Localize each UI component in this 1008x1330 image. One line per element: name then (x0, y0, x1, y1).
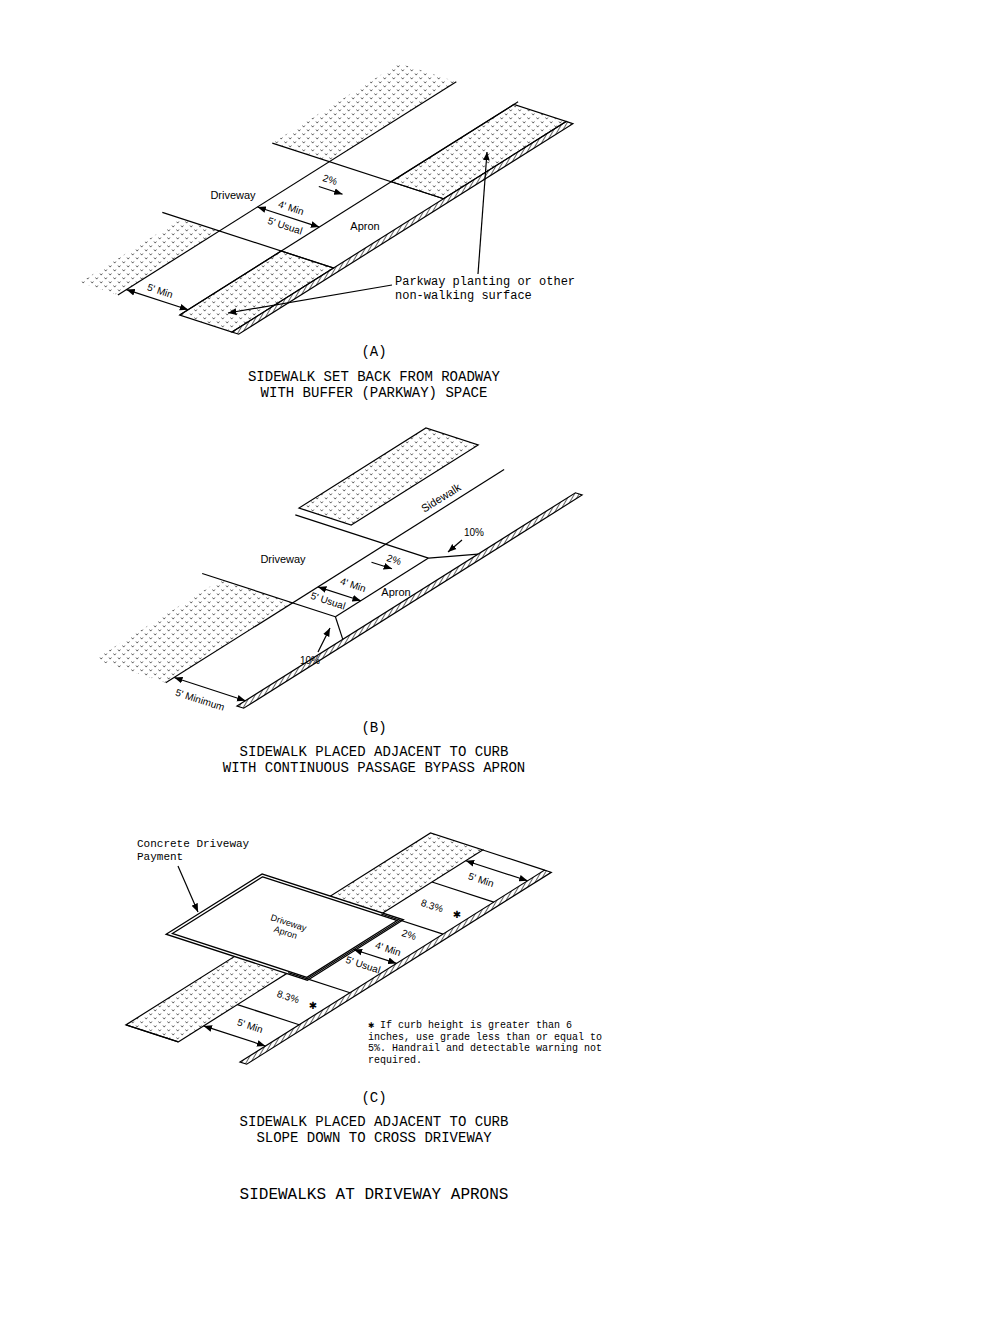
dimension-label: 5' Min (236, 1016, 265, 1035)
panel-caption: SIDEWALK SET BACK FROM ROADWAY WITH BUFF… (237, 369, 512, 401)
dimension-label: Sidewalk (419, 481, 463, 515)
callout-note: Parkway planting or other non-walking su… (395, 276, 595, 304)
panel-b (94, 428, 582, 708)
callout-note: ✱ If curb height is greater than 6 inche… (368, 1020, 613, 1066)
part-label: (B) (361, 720, 386, 736)
part-label: Driveway (210, 189, 255, 202)
panel-caption: SIDEWALK PLACED ADJACENT TO CURB WITH CO… (221, 744, 527, 776)
figure-title: SIDEWALKS AT DRIVEWAY APRONS (240, 1186, 509, 1204)
dimension-label: Driveway Apron (260, 910, 314, 945)
dimension-label: 2% (400, 927, 417, 942)
part-label: 10% (464, 527, 484, 539)
part-label: ✱ (309, 1000, 317, 1012)
part-label: Apron (381, 586, 410, 599)
part-label: Apron (350, 220, 379, 233)
callout-note: Concrete Driveway Payment (137, 838, 267, 863)
part-label: (C) (361, 1090, 386, 1106)
dimension-label: 2% (321, 172, 338, 187)
part-label: Driveway (260, 553, 305, 566)
part-label: 10% (300, 655, 320, 667)
part-label: (A) (361, 344, 386, 360)
dimension-label: 2% (385, 552, 402, 567)
part-label: ✱ (453, 909, 461, 921)
dimension-label: 5' Usual (266, 215, 304, 237)
dimension-label: 5' Min (467, 870, 496, 889)
dimension-label: 8.3% (419, 897, 444, 915)
dimension-label: 4' Min (277, 198, 306, 217)
dimension-label: 5' Usual (344, 954, 382, 976)
dimension-label: 5' Minimum (174, 687, 226, 714)
panel-caption: SIDEWALK PLACED ADJACENT TO CURB SLOPE D… (234, 1114, 514, 1146)
dimension-label: 5' Min (146, 281, 175, 300)
dimension-label: 4' Min (374, 939, 403, 958)
dimension-label: 8.3% (275, 988, 300, 1006)
dimension-label: 4' Min (339, 575, 368, 594)
dimension-label: 5' Usual (309, 590, 347, 612)
